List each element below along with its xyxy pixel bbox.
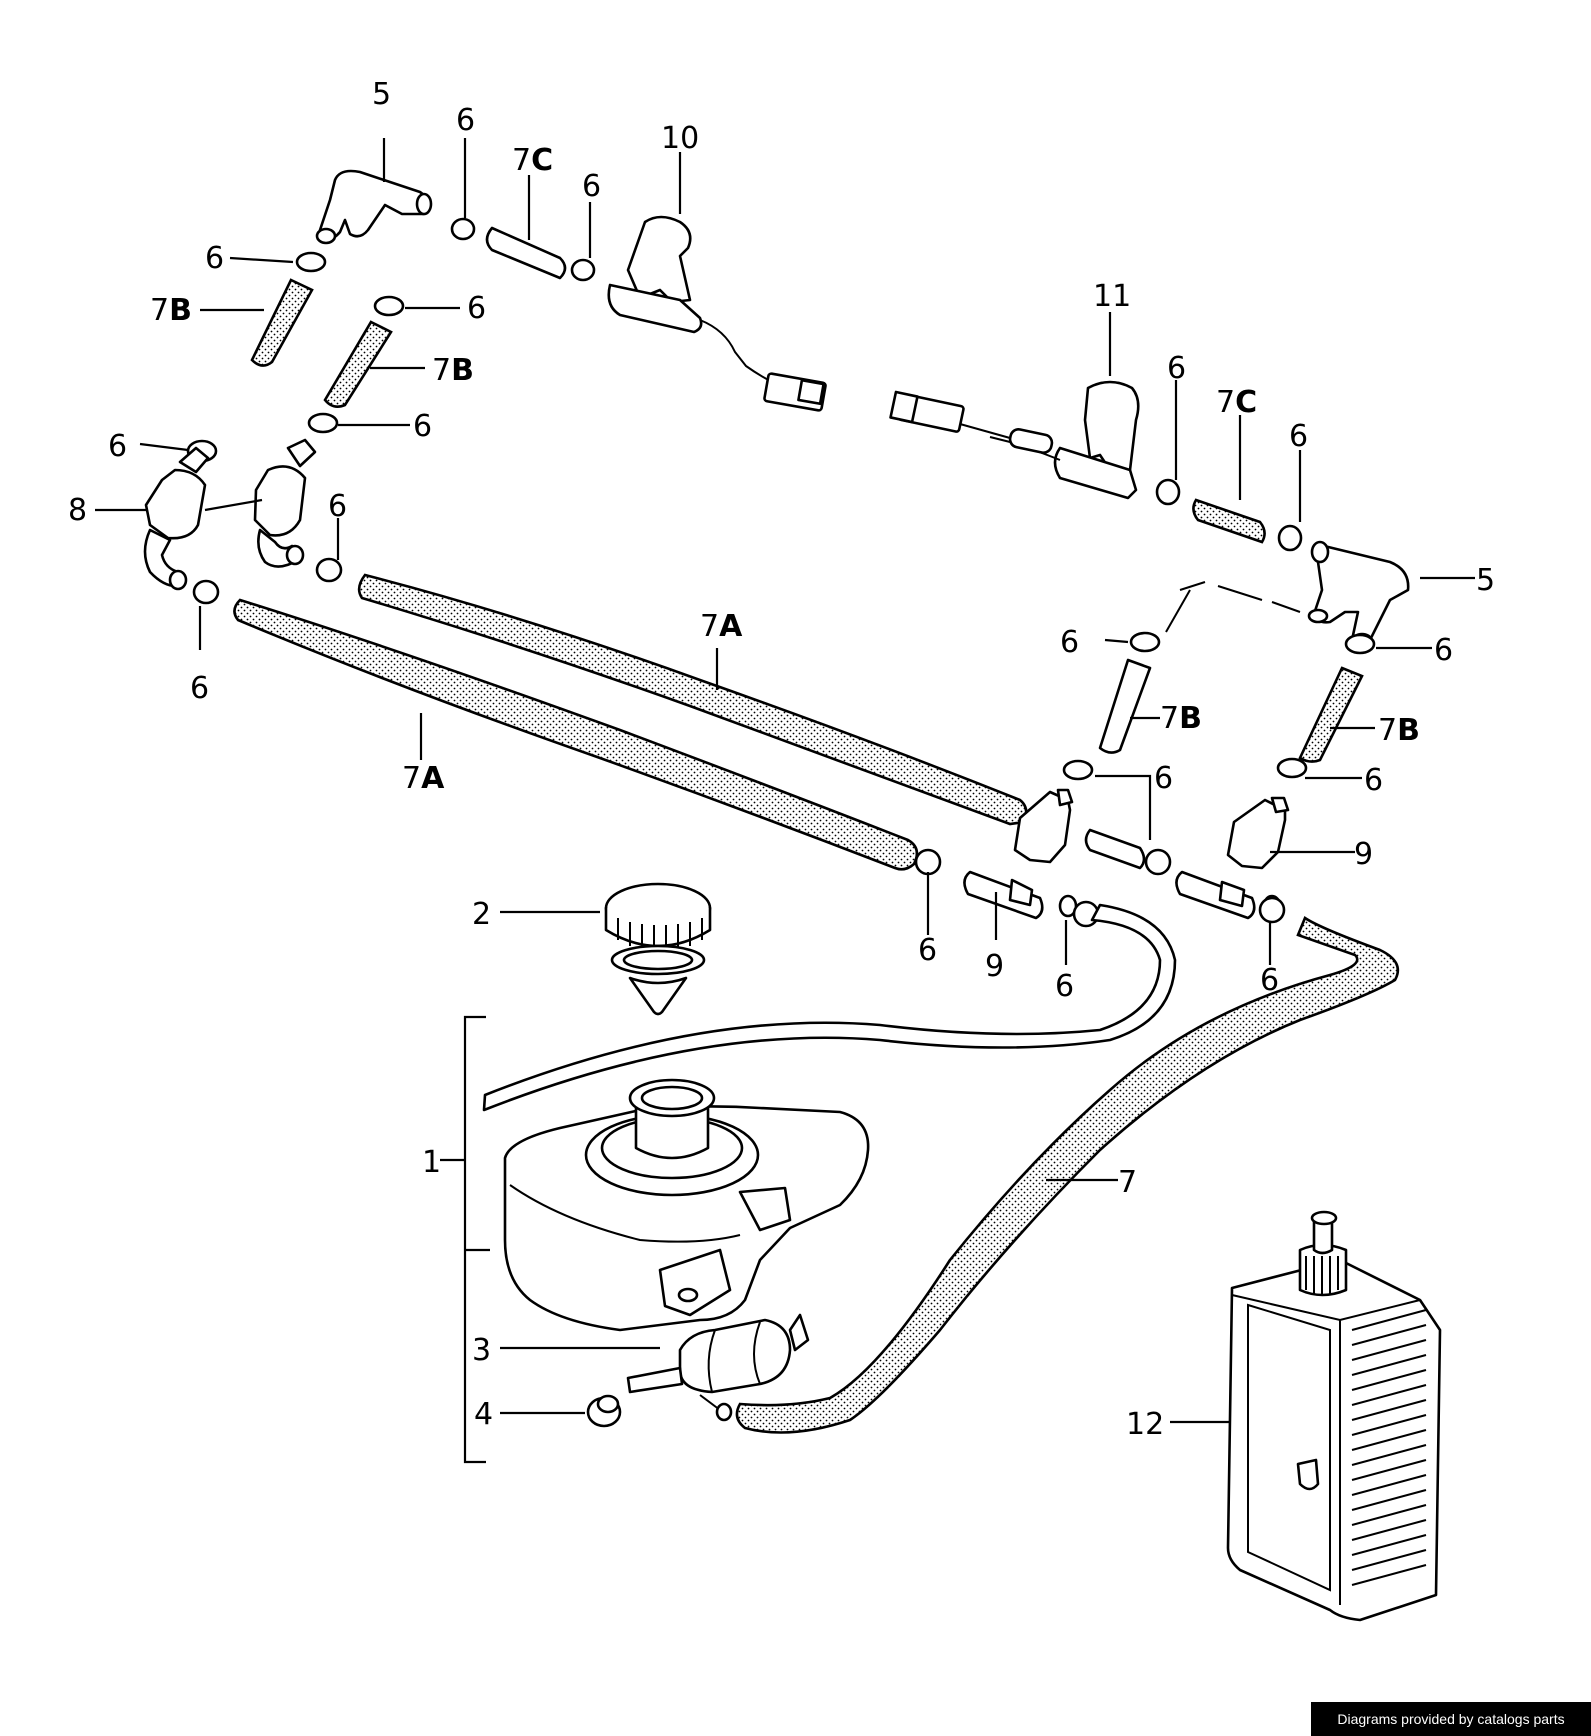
callout-5-right: 5 (1476, 563, 1495, 598)
callout-5-left: 5 (372, 77, 391, 112)
callout-7: 7 (1118, 1165, 1137, 1200)
callout-6: 6 (413, 409, 432, 444)
hose-7b-right-inner (1098, 658, 1152, 754)
callout-10: 10 (661, 121, 699, 156)
y-connector-left (315, 169, 433, 245)
hose-7b-left-inner (323, 320, 393, 408)
hose-7b-right-outer (1298, 666, 1364, 763)
washer-pump-3 (626, 1313, 810, 1422)
callout-8: 8 (68, 493, 87, 528)
callout-1: 1 (422, 1145, 441, 1180)
left-washer-nozzle-group (143, 169, 827, 605)
hose-clamp (1276, 757, 1308, 779)
hose-clamp (1129, 631, 1161, 653)
callout-6: 6 (456, 103, 475, 138)
hose-return (482, 903, 1177, 1112)
callout-7b: 7B (1160, 701, 1202, 736)
washer-nozzle-11 (889, 380, 1140, 500)
hose-clamp (450, 217, 476, 241)
callout-6: 6 (328, 489, 347, 524)
hose-clamp (1277, 524, 1303, 552)
callout-9-right: 9 (1354, 837, 1373, 872)
callout-leaders (95, 138, 1475, 1424)
hose-7c-right (1192, 498, 1266, 544)
callout-7b: 7B (1378, 713, 1420, 748)
callout-6: 6 (1167, 351, 1186, 386)
hose-clamp (307, 412, 339, 434)
callout-2: 2 (472, 897, 491, 932)
hose-clamp (295, 251, 327, 273)
check-valve-8-second (253, 438, 317, 568)
hose-clamp (1258, 896, 1286, 924)
dash-link (1165, 589, 1191, 633)
callout-7b: 7B (150, 293, 192, 328)
callout-11: 11 (1093, 279, 1131, 314)
hose-clamp (1144, 848, 1172, 876)
callout-6: 6 (467, 291, 486, 326)
washer-fluid-bottle-12 (1226, 1210, 1442, 1622)
callout-6: 6 (1364, 763, 1383, 798)
callout-7c-left: 7C (512, 143, 553, 178)
callout-7a-upper: 7A (700, 609, 743, 644)
hose-clamp (570, 258, 596, 282)
hose-clamp (1155, 478, 1181, 506)
callout-6: 6 (582, 169, 601, 204)
callout-6: 6 (190, 671, 209, 706)
hose-7b-left-outer (250, 278, 314, 367)
hose-7 (735, 916, 1400, 1434)
callout-6: 6 (1060, 625, 1079, 660)
reservoir-cap-2 (604, 882, 712, 1016)
hose-clamp (315, 557, 343, 583)
hose-clamp (1344, 633, 1376, 655)
porsche-crest-icon (1296, 1458, 1320, 1491)
hose-clamp (914, 848, 942, 876)
dash-link (1179, 581, 1301, 613)
callout-3: 3 (472, 1333, 491, 1368)
check-valve-8 (143, 446, 210, 591)
hose-7a-upper (357, 573, 1028, 826)
y-connector-right (1307, 540, 1410, 648)
callout-4: 4 (474, 1397, 493, 1432)
t-connector-9-right (1175, 796, 1290, 924)
callout-6: 6 (1260, 963, 1279, 998)
callout-labels: 5 6 7C 6 10 6 7B 6 7B 6 6 8 6 6 7A 7A 11… (68, 77, 1495, 1442)
washer-nozzle-10 (607, 215, 827, 412)
callout-6: 6 (1055, 969, 1074, 1004)
hose-clamp (1062, 759, 1094, 781)
callout-7c-right: 7C (1216, 385, 1257, 420)
grommet-4 (586, 1394, 622, 1428)
callout-6: 6 (205, 241, 224, 276)
hose-7a-lower (233, 598, 919, 871)
hose-7c-left (485, 226, 567, 280)
callout-6: 6 (1289, 419, 1308, 454)
washer-reservoir-1 (503, 1078, 870, 1332)
bracket-1 (463, 1015, 486, 1464)
hose-clamp (192, 579, 220, 605)
right-washer-nozzle-group (889, 380, 1410, 928)
callout-12: 12 (1126, 1407, 1164, 1442)
callout-6: 6 (1154, 761, 1173, 796)
callout-6: 6 (108, 429, 127, 464)
callout-7a-lower: 7A (402, 761, 445, 796)
callout-6: 6 (1434, 633, 1453, 668)
callout-6: 6 (918, 933, 937, 968)
hose-clamp (373, 295, 405, 317)
callout-7b: 7B (432, 353, 474, 388)
callout-9-left: 9 (985, 949, 1004, 984)
t-connector-9-left (914, 788, 1172, 928)
diagram-credit: Diagrams provided by catalogs parts (1311, 1702, 1591, 1736)
